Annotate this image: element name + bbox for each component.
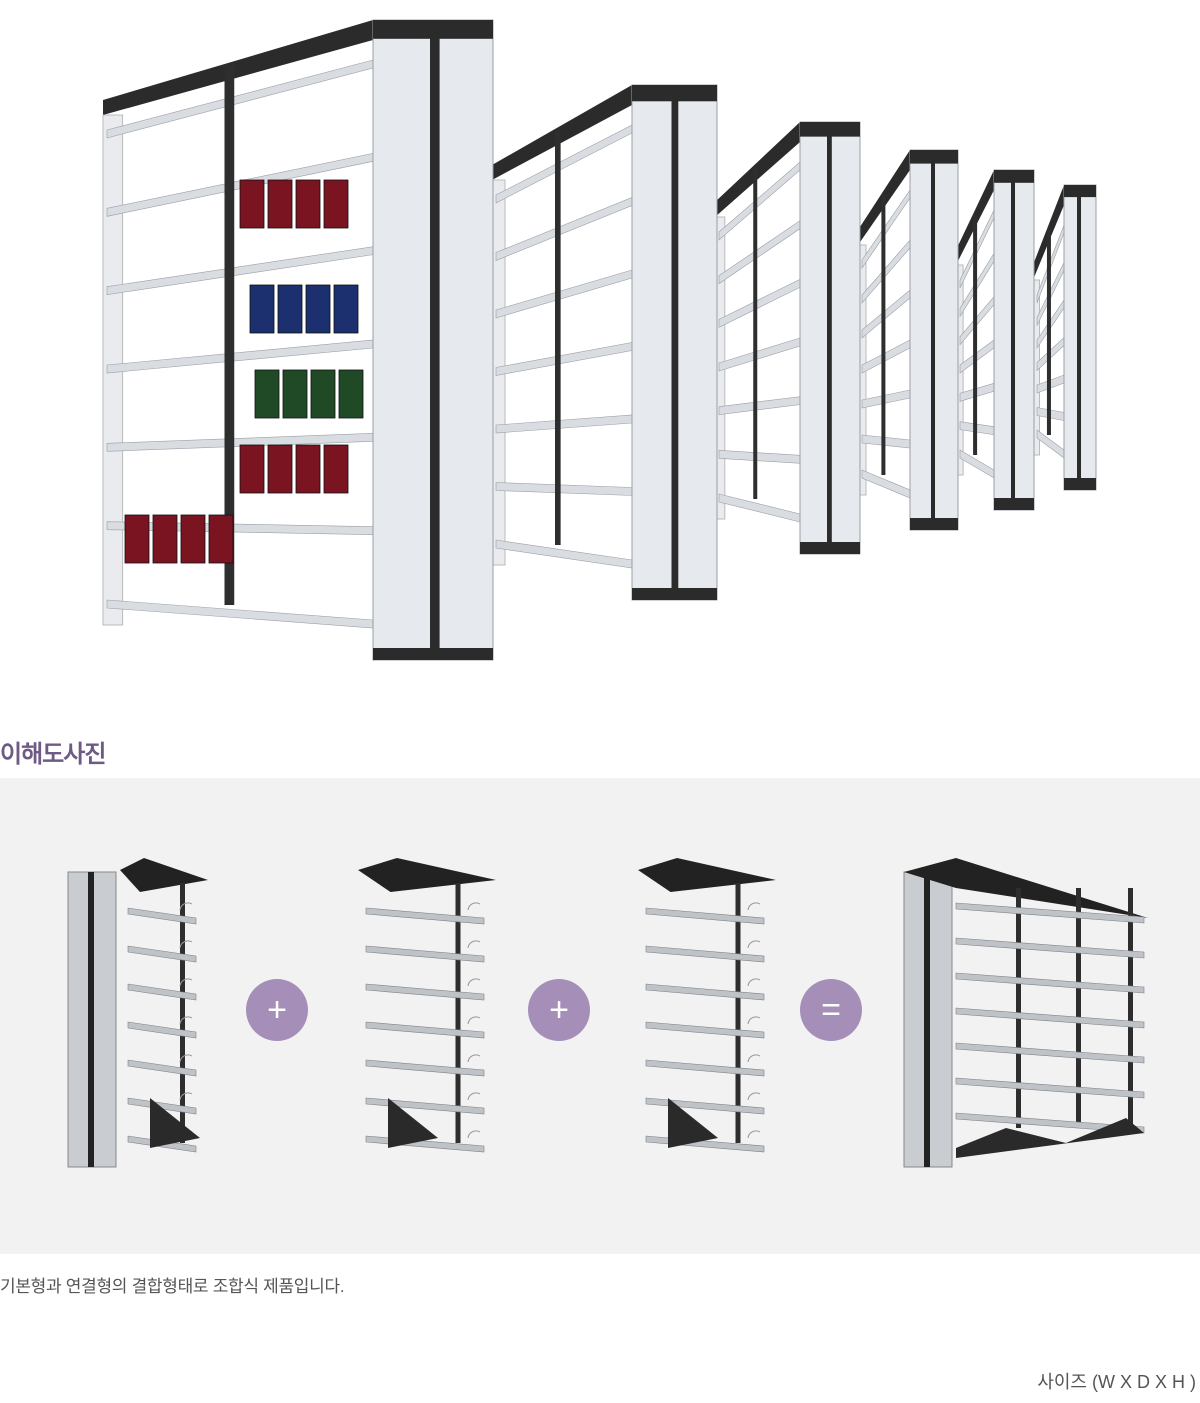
product-description: 기본형과 연결형의 결합형태로 조합식 제품입니다.	[0, 1277, 345, 1296]
section-title: 이해도사진	[0, 741, 106, 768]
combination-diagram-panel: + + =	[0, 778, 1200, 1254]
combined-unit-icon	[903, 858, 1148, 1168]
basic-unit-icon	[67, 858, 208, 1168]
bookshelf-hero-image	[102, 19, 1097, 661]
plus-icon: +	[246, 979, 308, 1041]
connecting-unit-icon	[638, 858, 776, 1153]
plus-icon: +	[528, 979, 590, 1041]
size-label: 사이즈 (W X D X H )	[1037, 1372, 1196, 1392]
equals-icon: =	[800, 979, 862, 1041]
connecting-unit-icon	[358, 858, 496, 1153]
